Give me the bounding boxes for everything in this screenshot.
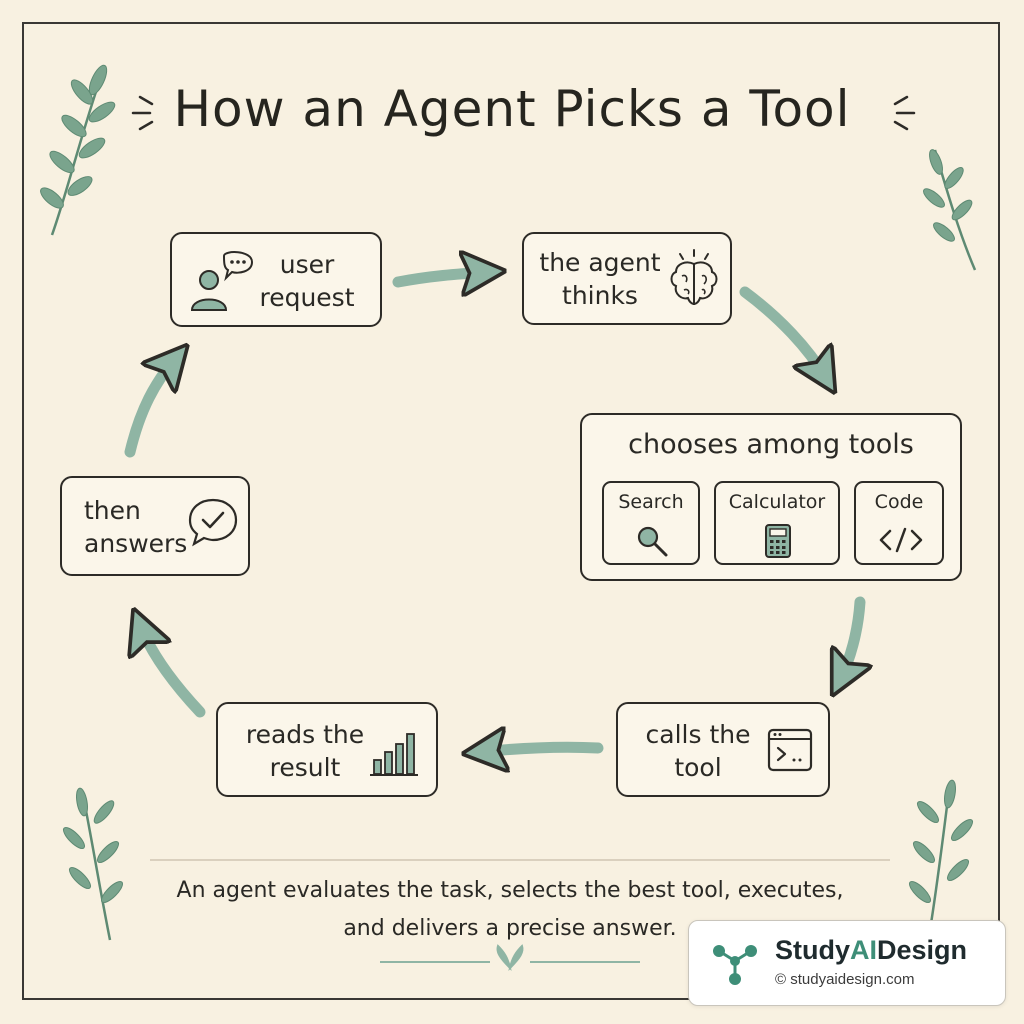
brand-logo-icon: [713, 945, 757, 985]
title-spark-right-icon: [893, 95, 916, 131]
node-then-answers-line2: answers: [84, 529, 188, 558]
node-agent-thinks-line1: the agent: [539, 248, 661, 277]
leaf-sprig-bottom-right-icon: [908, 779, 974, 931]
brand-name-prefix: Study: [775, 935, 851, 965]
node-reads-result-line2: result: [269, 753, 341, 782]
terminal-icon: [767, 728, 813, 772]
caption-line2: and delivers a precise answer.: [343, 916, 677, 941]
arrow-calls-to-reads: [480, 747, 604, 752]
caption-line1: An agent evaluates the task, selects the…: [176, 878, 844, 903]
tool-calculator: Calculator: [714, 481, 840, 565]
brand-badge: StudyAIDesign © studyaidesign.com: [688, 920, 1006, 1006]
tool-code: Code: [854, 481, 944, 565]
caption: An agent evaluates the task, selects the…: [150, 872, 870, 948]
node-chooses-tools-title: chooses among tools: [628, 429, 914, 460]
check-bubble-icon: [188, 498, 238, 547]
node-reads-result-line1: reads the: [245, 720, 365, 749]
node-then-answers: then answers: [60, 476, 250, 576]
tool-search: Search: [602, 481, 700, 565]
node-calls-tool-line2: tool: [674, 753, 722, 782]
user-speech-icon: [190, 251, 254, 311]
arrow-reads-to-answers: [140, 625, 206, 718]
node-chooses-tools: chooses among tools Search Calculator C: [580, 413, 962, 581]
node-agent-thinks-line2: thinks: [562, 281, 638, 310]
arrow-answers-to-request: [124, 358, 176, 458]
arrow-thinks-to-tools: [739, 286, 826, 378]
leaf-sprig-bottom-left-icon: [62, 787, 124, 941]
flow-arrows: [124, 272, 860, 752]
brand-url: © studyaidesign.com: [775, 971, 915, 988]
caption-divider-bottom: [380, 944, 640, 972]
arrow-tools-to-calls: [840, 596, 860, 680]
node-user-request-line1: user: [279, 250, 335, 279]
calculator-icon: [765, 524, 791, 558]
leaf-sprig-top-left-icon: [40, 64, 116, 236]
node-calls-tool-line1: calls the: [645, 720, 751, 749]
tool-search-label: Search: [618, 491, 684, 513]
code-icon: [879, 527, 923, 553]
magnifier-icon: [637, 526, 668, 557]
page-frame: [22, 22, 1000, 1000]
brand-name: StudyAIDesign: [775, 935, 967, 966]
brand-name-suffix: Design: [877, 935, 968, 965]
brand-name-highlight: AI: [850, 935, 878, 965]
node-user-request-line2: request: [259, 283, 355, 312]
brain-icon: [670, 249, 718, 306]
tool-code-label: Code: [874, 491, 924, 513]
arrow-request-to-thinks: [392, 272, 488, 282]
leaf-sprig-top-right-icon: [923, 149, 977, 271]
node-reads-result: reads the result: [216, 702, 438, 797]
bar-chart-icon: [370, 733, 418, 776]
node-user-request: user request: [170, 232, 382, 327]
node-then-answers-line1: then: [84, 496, 141, 525]
node-agent-thinks: the agent thinks: [522, 232, 732, 325]
node-calls-tool: calls the tool: [616, 702, 830, 797]
tool-calculator-label: Calculator: [728, 491, 826, 513]
title-spark-left-icon: [131, 95, 154, 131]
page-title: How an Agent Picks a Tool: [173, 80, 851, 138]
